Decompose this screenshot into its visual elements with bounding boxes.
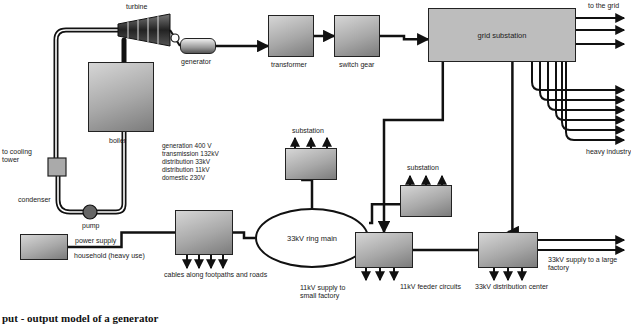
text-label: 33kV supply to a large factory	[548, 256, 628, 272]
connector-line	[380, 36, 428, 39]
power-supply-box: power supply	[20, 234, 68, 260]
switchgear-box: switch gear	[334, 15, 380, 57]
caption: put - output model of a generator	[2, 312, 158, 324]
generator-cylinder: generator	[180, 38, 216, 54]
node-label: 33kV distribution center	[475, 283, 548, 291]
cable-box: cables along footpaths and roads	[175, 210, 233, 255]
distribution-center-box: 33kV distribution center	[478, 232, 538, 268]
text-label: domestic 230V	[162, 174, 205, 182]
node-label: cables along footpaths and roads	[164, 271, 267, 279]
text-label: distribution 11kV	[162, 166, 210, 174]
connector-line	[68, 233, 175, 248]
text-label: 11kV supply to small factory	[300, 284, 358, 300]
connector-line	[216, 45, 268, 48]
text-label: turbine	[126, 3, 147, 11]
text-label: to cooling tower	[2, 148, 46, 164]
node-label: generator	[181, 58, 211, 66]
feeder-box: 11kV feeder circuits	[355, 232, 413, 268]
text-label: to the grid	[588, 2, 619, 10]
node-label: transformer	[271, 61, 307, 69]
boiler-box: boiler	[88, 62, 154, 132]
substation-box: substation	[400, 185, 452, 217]
text-label: pump	[82, 222, 100, 230]
ring-main: 33kV ring main	[255, 208, 369, 268]
node-label: boiler	[109, 137, 126, 145]
pump-symbol	[83, 205, 97, 219]
node-label: substation	[407, 164, 439, 172]
distribution-box: grid substation	[428, 8, 576, 62]
turbine-symbol	[118, 14, 170, 46]
text-label: condenser	[18, 196, 51, 204]
cooling-unit	[48, 158, 66, 176]
transformer-box: transformer	[268, 15, 314, 57]
shaft	[170, 30, 180, 46]
text-label: household (heavy use)	[74, 252, 145, 260]
text-label: heavy industry	[586, 148, 631, 156]
node-label: substation	[292, 127, 324, 135]
text-label: transmission 132kV	[162, 150, 219, 158]
connector-line	[369, 204, 400, 223]
connector-line	[413, 249, 478, 252]
connector-line	[233, 233, 255, 239]
node-label: power supply	[75, 237, 116, 245]
connector-line	[301, 180, 312, 208]
node-label: 11kV feeder circuits	[400, 283, 461, 291]
node-label: 33kV ring main	[257, 210, 367, 266]
node-label: switch gear	[339, 61, 374, 69]
text-label: distribution 33kV	[162, 158, 210, 166]
node-label: grid substation	[429, 9, 575, 61]
connector-line	[314, 35, 334, 38]
text-label: generation 400 V	[162, 142, 212, 150]
substation-box: substation	[285, 148, 337, 180]
connector-line	[508, 62, 512, 232]
